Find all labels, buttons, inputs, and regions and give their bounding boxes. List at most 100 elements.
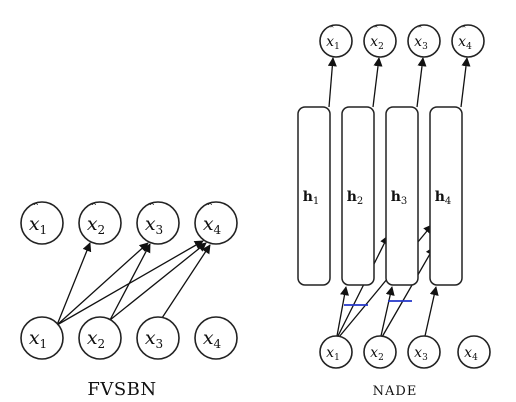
hat-mark: ˆ — [149, 202, 156, 217]
nade-edge-h4-to-xhat4 — [460, 57, 471, 108]
fvsbn-input-symbol: x — [145, 327, 156, 349]
svg-text:x1: x1 — [29, 213, 47, 237]
nade-input-node: x2 — [363, 335, 397, 369]
nade-edge-x1-to-h2 — [336, 286, 349, 337]
fvsbn-edge-x2-to-xhat4 — [109, 242, 207, 321]
nade-edge-x3-to-h4 — [424, 286, 439, 337]
fvsbn-output-symbol: x — [203, 213, 214, 235]
fvsbn-output-node: x4 ˆ — [194, 201, 238, 245]
fvsbn-output-symbol: x — [87, 213, 98, 235]
svg-text:x2: x2 — [370, 34, 384, 52]
fvsbn-input-subscript: 1 — [40, 337, 48, 351]
fvsbn-edge-x3-to-xhat4 — [161, 244, 211, 319]
svg-text:x1: x1 — [29, 327, 47, 351]
nade-output-symbol: x — [414, 34, 422, 50]
nade-hidden-symbol: h — [303, 189, 313, 205]
fvsbn-output-subscript: 4 — [214, 223, 222, 237]
nade-edge-x2-to-h4 — [381, 246, 435, 338]
svg-text:x3: x3 — [414, 345, 428, 363]
nade-output-subscript: 3 — [422, 42, 428, 52]
svg-text:h1: h1 — [303, 189, 320, 207]
fvsbn-output-subscript: 1 — [40, 223, 48, 237]
nade-input-subscript: 2 — [378, 353, 384, 363]
nade-caption: NADE — [373, 384, 418, 399]
nade-hidden-symbol: h — [435, 189, 445, 205]
nade-output-node: x1 ˆ — [319, 24, 353, 58]
fvsbn-edges — [56, 240, 211, 326]
nade-hidden-unit: h1 — [297, 106, 331, 286]
nade-edge-x1-to-h3 — [337, 235, 389, 337]
nade-edge-h1-to-xhat1 — [327, 57, 337, 108]
nade-input-symbol: x — [370, 345, 378, 361]
svg-text:x4: x4 — [203, 213, 222, 237]
fvsbn-output-node: x1 ˆ — [20, 201, 64, 245]
fvsbn-output-subscript: 3 — [156, 223, 164, 237]
nade-hidden-subscript: 2 — [357, 196, 363, 207]
hat-mark: ˆ — [462, 26, 467, 37]
svg-text:x4: x4 — [203, 327, 222, 351]
svg-text:x3: x3 — [145, 327, 163, 351]
nade-output-node: x3 ˆ — [407, 24, 441, 58]
fvsbn-edge-x1-to-xhat2 — [56, 242, 92, 326]
nade-input-subscript: 1 — [334, 353, 340, 363]
fvsbn-input-subscript: 3 — [156, 337, 164, 351]
svg-text:h3: h3 — [391, 189, 408, 207]
nade-edge-h3-to-xhat3 — [416, 57, 427, 108]
nade-input-subscript: 4 — [472, 353, 478, 363]
nade-hidden-unit: h3 — [385, 106, 419, 286]
fvsbn-output-node: x3 ˆ — [136, 201, 180, 245]
nade-output-node: x4 ˆ — [451, 24, 485, 58]
nade-hidden-unit: h4 — [429, 106, 463, 286]
fvsbn-edge-x1-to-xhat3 — [56, 242, 149, 326]
nade-input-node: x3 — [407, 335, 441, 369]
svg-text:x3: x3 — [145, 213, 163, 237]
fvsbn-caption: FVSBN — [87, 379, 156, 400]
hat-mark: ˆ — [207, 202, 214, 217]
fvsbn-output-subscript: 2 — [98, 223, 106, 237]
svg-text:x4: x4 — [464, 345, 478, 363]
svg-text:x2: x2 — [87, 327, 105, 351]
nade-input-symbol: x — [464, 345, 472, 361]
nade-hidden-subscript: 3 — [401, 196, 407, 207]
nade-output-node: x2 ˆ — [363, 24, 397, 58]
nade-output-subscript: 4 — [466, 42, 472, 52]
fvsbn-input-node: x1 — [20, 316, 64, 360]
nade-hidden-subscript: 1 — [313, 196, 319, 207]
nade-output-edges — [327, 57, 471, 108]
nade-hidden-symbol: h — [391, 189, 401, 205]
fvsbn-input-subscript: 2 — [98, 337, 106, 351]
nade-output-symbol: x — [458, 34, 466, 50]
nade-diagram: h1 h2 h3 h4 x1 ˆ x2 ˆ x3 ˆ — [297, 24, 491, 399]
fvsbn-diagram: x1 ˆ x2 ˆ x3 ˆ x4 ˆ x1 x2 x3 — [20, 201, 238, 400]
nade-input-node: x1 — [319, 335, 353, 369]
nade-edge-h2-to-xhat2 — [372, 57, 383, 108]
fvsbn-output-symbol: x — [29, 213, 40, 235]
svg-text:x4: x4 — [458, 34, 472, 52]
nade-output-symbol: x — [370, 34, 378, 50]
hat-mark: ˆ — [374, 26, 379, 37]
svg-text:x1: x1 — [326, 34, 340, 52]
nade-edge-x2-to-h3 — [380, 286, 395, 337]
nade-input-symbol: x — [326, 345, 334, 361]
nade-output-subscript: 2 — [378, 42, 384, 52]
svg-text:x1: x1 — [326, 345, 340, 363]
fvsbn-output-symbol: x — [145, 213, 156, 235]
hat-mark: ˆ — [91, 202, 98, 217]
fvsbn-input-node: x3 — [136, 316, 180, 360]
fvsbn-input-symbol: x — [29, 327, 40, 349]
nade-hidden-subscript: 4 — [445, 196, 451, 207]
nade-output-symbol: x — [326, 34, 334, 50]
nade-hidden-symbol: h — [347, 189, 357, 205]
nade-input-node: x4 — [457, 335, 491, 369]
nade-output-subscript: 1 — [334, 42, 340, 52]
hat-mark: ˆ — [418, 26, 423, 37]
svg-text:x2: x2 — [370, 345, 384, 363]
nade-input-symbol: x — [414, 345, 422, 361]
nade-hidden-unit: h2 — [341, 106, 375, 286]
fvsbn-edge-x2-to-xhat3 — [109, 243, 151, 321]
fvsbn-input-node: x4 — [194, 316, 238, 360]
fvsbn-input-subscript: 4 — [214, 337, 222, 351]
svg-text:h4: h4 — [435, 189, 452, 207]
svg-text:x2: x2 — [87, 213, 105, 237]
